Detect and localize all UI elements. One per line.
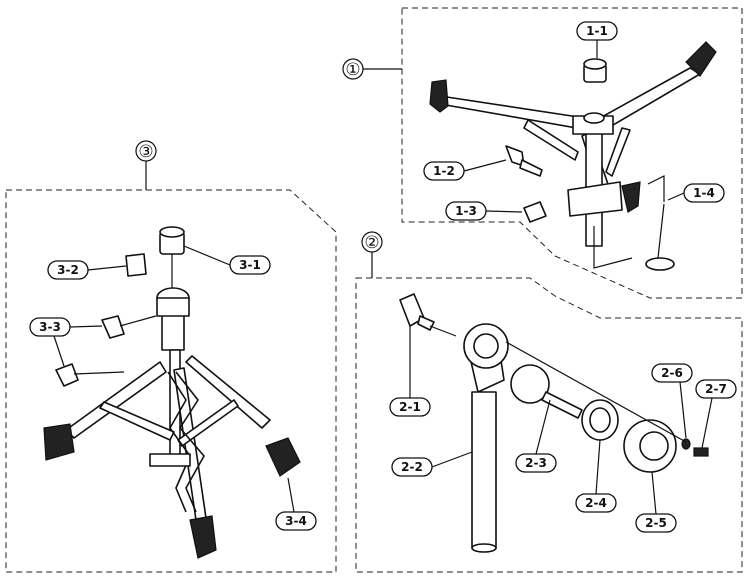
- label-3-2: 3-2: [47, 260, 127, 280]
- assembly-axis-2: [505, 341, 687, 443]
- leader-1-post: [593, 226, 633, 269]
- wing-bolt-1-2: [505, 145, 543, 177]
- svg-text:1-2: 1-2: [433, 164, 455, 178]
- svg-text:3-4: 3-4: [285, 514, 307, 528]
- svg-text:1-4: 1-4: [693, 186, 715, 200]
- label-2-6: 2-6: [651, 363, 693, 439]
- leader-1-4-bracket: [647, 175, 665, 202]
- svg-text:1-1: 1-1: [586, 24, 608, 38]
- nut-1-3: [523, 201, 547, 223]
- label-1-2: 1-2: [423, 159, 507, 181]
- svg-text:3-1: 3-1: [239, 258, 261, 272]
- label-3-3: 3-3: [29, 317, 103, 367]
- wing-bolt-3-3b: [55, 363, 125, 387]
- svg-text:2-5: 2-5: [645, 516, 667, 530]
- svg-text:③: ③: [138, 142, 153, 162]
- svg-text:2-1: 2-1: [399, 400, 421, 414]
- wing-bolt-3-3a: [101, 315, 157, 339]
- group-3-marker: ③: [135, 140, 157, 190]
- ball-joint-2-3: [510, 364, 583, 419]
- group-2-marker: ②: [361, 231, 383, 278]
- label-1-1: 1-1: [576, 21, 618, 58]
- label-2-1: 2-1: [389, 326, 431, 417]
- svg-text:2-3: 2-3: [525, 456, 547, 470]
- svg-text:2-4: 2-4: [585, 496, 607, 510]
- label-2-7: 2-7: [695, 379, 737, 449]
- wing-bolt-2-1: [399, 293, 457, 337]
- label-2-5: 2-5: [635, 471, 677, 533]
- svg-text:①: ①: [345, 60, 360, 80]
- label-1-3: 1-3: [445, 201, 523, 221]
- clamp-post-2-2: [463, 323, 509, 553]
- spacer-3-2: [125, 253, 147, 277]
- label-3-1: 3-1: [183, 245, 271, 275]
- cap-1-1: [583, 58, 607, 83]
- svg-text:2-6: 2-6: [661, 366, 683, 380]
- label-2-2: 2-2: [391, 451, 473, 477]
- group-2-boundary: [355, 277, 743, 573]
- svg-text:②: ②: [364, 233, 379, 253]
- group-1-boundary: [401, 7, 743, 299]
- cap-ring-2-5: [623, 419, 677, 473]
- svg-text:2-7: 2-7: [705, 382, 727, 396]
- snare-basket-assembly: [429, 41, 717, 247]
- svg-text:1-3: 1-3: [455, 204, 477, 218]
- tripod-base-assembly: [43, 287, 301, 559]
- washer-2-4: [581, 399, 619, 441]
- screw-2-7: [693, 447, 709, 457]
- label-1-4: 1-4: [667, 183, 725, 203]
- height-bolt-1-4: [645, 203, 675, 271]
- cap-3-1: [159, 226, 185, 255]
- label-2-3: 2-3: [515, 399, 557, 473]
- label-2-4: 2-4: [575, 439, 617, 513]
- svg-text:2-2: 2-2: [401, 460, 423, 474]
- group-1-marker: ①: [342, 58, 402, 80]
- svg-text:3-2: 3-2: [57, 263, 79, 277]
- svg-text:3-3: 3-3: [39, 320, 61, 334]
- label-3-4: 3-4: [275, 477, 317, 531]
